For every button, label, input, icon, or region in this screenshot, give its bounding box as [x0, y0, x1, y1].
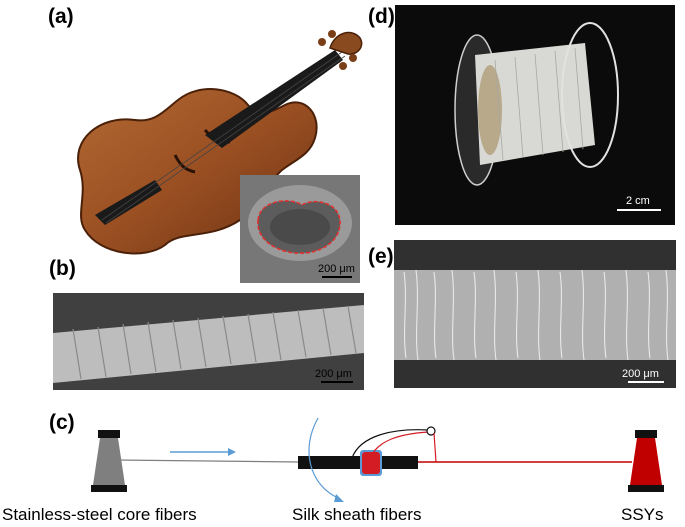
violin-illustration [77, 30, 363, 255]
panel-label-e: (e) [368, 245, 394, 268]
spinning-schematic [91, 417, 664, 502]
sem-ssy-surface: 200 μm [394, 240, 676, 388]
core-fiber-spool [91, 430, 127, 492]
sem-yarn-wrapped: 200 μm [53, 293, 364, 390]
sheath-fiber-spool [362, 452, 380, 474]
scale-label-e: 200 μm [622, 368, 659, 380]
sem-inset-cross-section: 200 μm [240, 175, 360, 283]
scale-label-b: 200 μm [315, 368, 352, 380]
core-fiber-line [117, 459, 301, 463]
scale-label-a: 200 μm [318, 263, 355, 275]
panel-label-b: (b) [49, 257, 76, 280]
yarn-guide-eyelet [426, 426, 436, 436]
core-fiber-label: Stainless-steel core fibers [2, 505, 197, 524]
panel-label-c: (c) [49, 411, 75, 434]
panel-label-a: (a) [48, 5, 74, 28]
ssy-label: SSYs [621, 505, 664, 524]
scale-bar-b [321, 381, 353, 383]
scale-bar-e [628, 381, 664, 383]
scale-bar-d [617, 209, 661, 211]
rotation-arrow [308, 417, 339, 499]
scale-label-d: 2 cm [626, 195, 650, 207]
scale-bar-a [322, 276, 352, 278]
sheath-fiber-label: Silk sheath fibers [292, 505, 422, 524]
yarn-spool-photo: 2 cm [395, 5, 675, 225]
ssy-take-up-spool [628, 430, 664, 492]
panel-label-d: (d) [368, 5, 395, 28]
hollow-spindle [298, 456, 418, 469]
